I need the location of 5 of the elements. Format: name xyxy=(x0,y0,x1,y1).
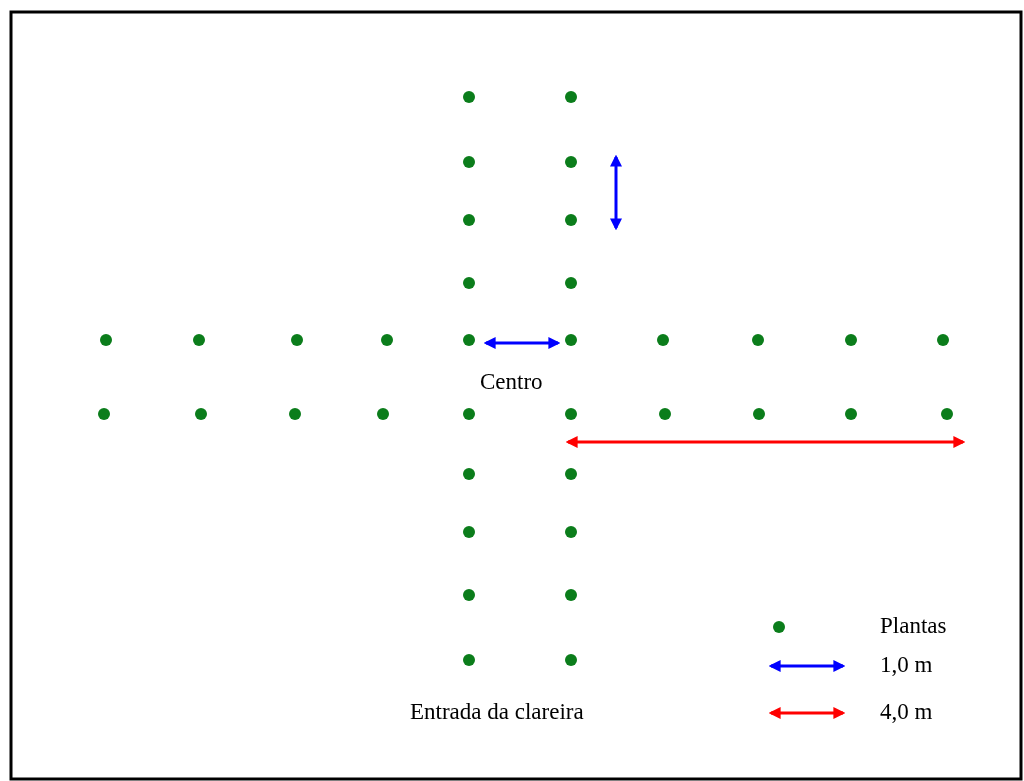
place-label: Entrada da clareira xyxy=(410,699,584,725)
legend-label: 1,0 m xyxy=(880,652,933,678)
place-label: Centro xyxy=(480,369,543,395)
legend-label: 4,0 m xyxy=(880,699,933,725)
legend-label: Plantas xyxy=(880,613,947,639)
